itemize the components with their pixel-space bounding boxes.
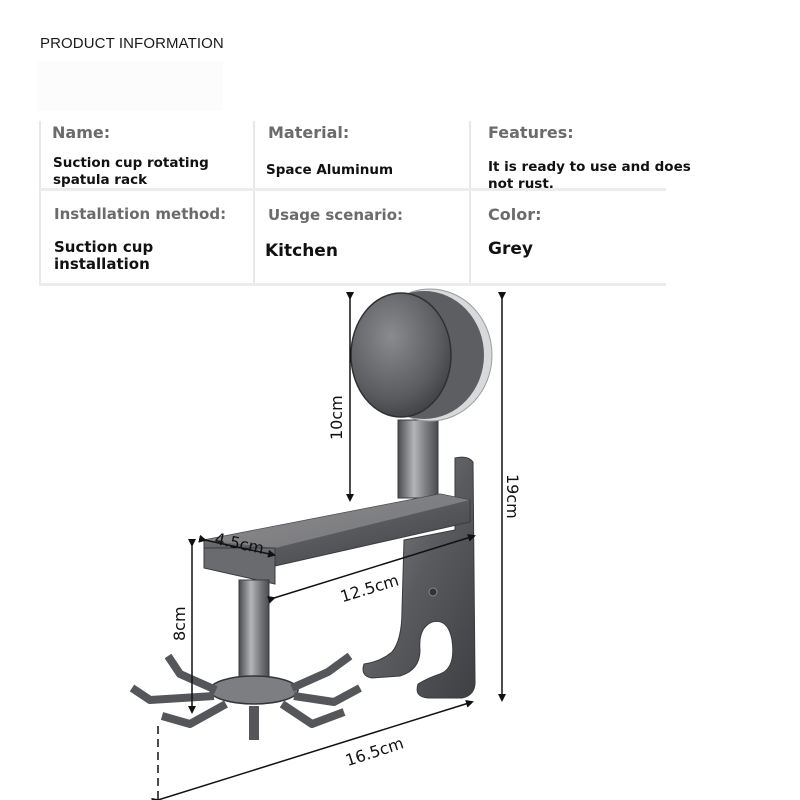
title-shade-block [37, 61, 223, 111]
grid-divider [469, 121, 471, 285]
grid-divider [253, 121, 255, 285]
spec-label-name: Name: [52, 123, 111, 142]
dim-label-arm-width: 4.5cm [213, 529, 266, 558]
spec-value-features: It is ready to use and does not rust. [488, 159, 691, 192]
dim-label-arm-length: 12.5cm [338, 570, 401, 607]
suction-cup [350, 288, 493, 422]
grid-divider [39, 283, 666, 286]
spec-table: Name: Suction cup rotating spatula rack … [39, 121, 691, 286]
spec-label-installation: Installation method: [54, 205, 227, 223]
spec-label-color: Color: [488, 205, 542, 224]
dimension-lines [151, 292, 506, 800]
spec-value-installation: Suction cup installation [54, 238, 154, 273]
grid-divider [39, 121, 41, 285]
spec-value-name: Suction cup rotating spatula rack [53, 155, 209, 188]
suction-stem [397, 419, 439, 499]
grid-divider [39, 188, 666, 191]
dim-label-hook-height: 8cm [170, 606, 189, 641]
dim-label-total-depth: 16.5cm [343, 733, 406, 771]
dim-label-total-height: 19cm [503, 474, 522, 519]
dim-label-suction-height: 10cm [327, 395, 346, 440]
page-title: PRODUCT INFORMATION [40, 35, 224, 52]
spec-value-color: Grey [488, 239, 533, 259]
spec-label-features: Features: [488, 123, 574, 142]
spec-value-usage: Kitchen [265, 241, 338, 261]
rotating-hooks [129, 652, 362, 740]
rotating-post [238, 579, 270, 693]
spec-label-usage: Usage scenario: [268, 206, 403, 224]
spec-value-material: Space Aluminum [266, 162, 394, 178]
spec-label-material: Material: [268, 123, 350, 142]
